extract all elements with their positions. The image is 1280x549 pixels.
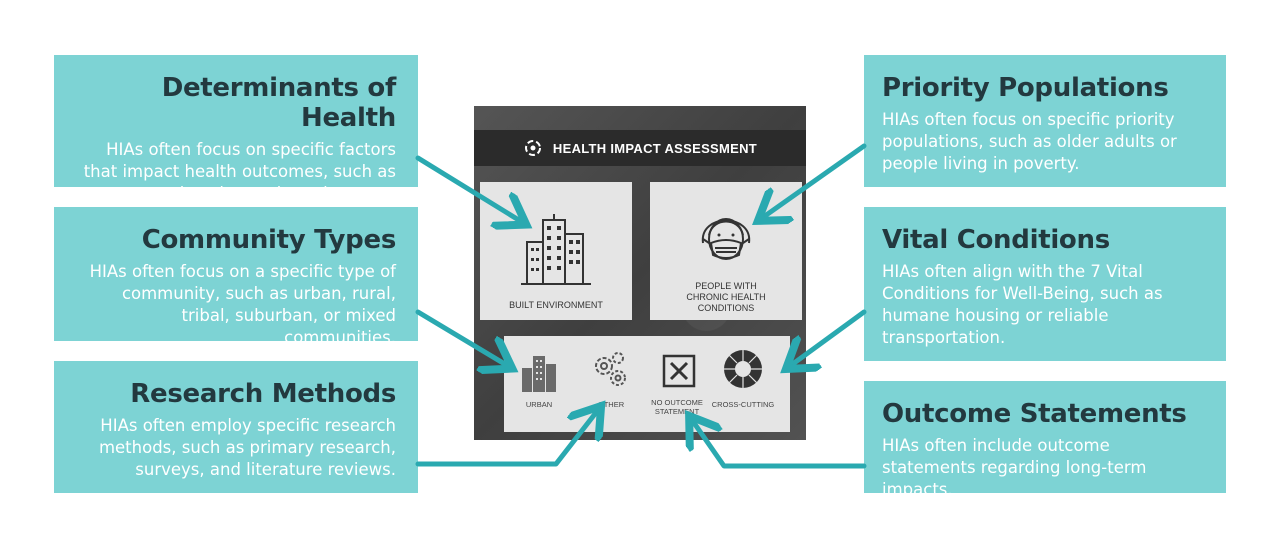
callout-determinants-of-health: Determinants of Health HIAs often focus … [54, 55, 418, 203]
poster-header: HEALTH IMPACT ASSESSMENT [474, 130, 806, 166]
tile-label: PEOPLE WITH CHRONIC HEALTH CONDITIONS [686, 281, 766, 313]
callout-text: HIAs often align with the 7 Vital Condit… [882, 262, 1163, 347]
callout-priority-populations: Priority Populations HIAs often focus on… [864, 55, 1226, 187]
circle-logo-icon [524, 140, 541, 156]
callout-title: Outcome Statements [882, 399, 1187, 429]
callout-text: HIAs often focus on specific priority po… [882, 110, 1177, 173]
x-box-icon [662, 354, 696, 388]
gears-icon [595, 352, 626, 386]
callout-title: Priority Populations [882, 73, 1169, 103]
poster-header-text: HEALTH IMPACT ASSESSMENT [552, 140, 758, 156]
mini-label-cross-cutting: CROSS-CUTTING [711, 400, 775, 409]
callout-title: Determinants of Health [161, 73, 397, 133]
city-icon [522, 356, 556, 392]
tile-built-environment: BUILT ENVIRONMENT [480, 182, 632, 320]
tile-people-chronic-conditions: PEOPLE WITH CHRONIC HEALTH CONDITIONS [650, 182, 802, 320]
callout-text: HIAs often employ specific research meth… [98, 416, 396, 479]
callout-text: HIAs often focus on specific factors tha… [83, 140, 396, 203]
poster-bottom-strip: URBAN OTHER NO OUTCOME STATEMENT [504, 336, 790, 432]
mini-label-other: OTHER [597, 400, 625, 409]
callout-vital-conditions: Vital Conditions HIAs often align with t… [864, 207, 1226, 361]
callout-title: Community Types [141, 225, 397, 255]
mini-label-no-outcome: NO OUTCOME STATEMENT [651, 398, 703, 416]
callout-text: HIAs often include outcome statements re… [882, 436, 1147, 499]
buildings-icon [521, 214, 591, 285]
hia-poster: HEALTH IMPACT ASSESSMENT [474, 106, 806, 440]
callout-research-methods: Research Methods HIAs often employ speci… [54, 361, 418, 493]
wheel-icon [724, 350, 762, 388]
callout-community-types: Community Types HIAs often focus on a sp… [54, 207, 418, 347]
callout-outcome-statements: Outcome Statements HIAs often include ou… [864, 381, 1226, 499]
callout-title: Research Methods [130, 379, 396, 409]
mini-label-urban: URBAN [525, 400, 553, 409]
masked-face-icon [701, 218, 751, 260]
tile-label: BUILT ENVIRONMENT [509, 300, 603, 310]
callout-title: Vital Conditions [882, 225, 1110, 255]
callout-text: HIAs often focus on a specific type of c… [89, 262, 396, 347]
